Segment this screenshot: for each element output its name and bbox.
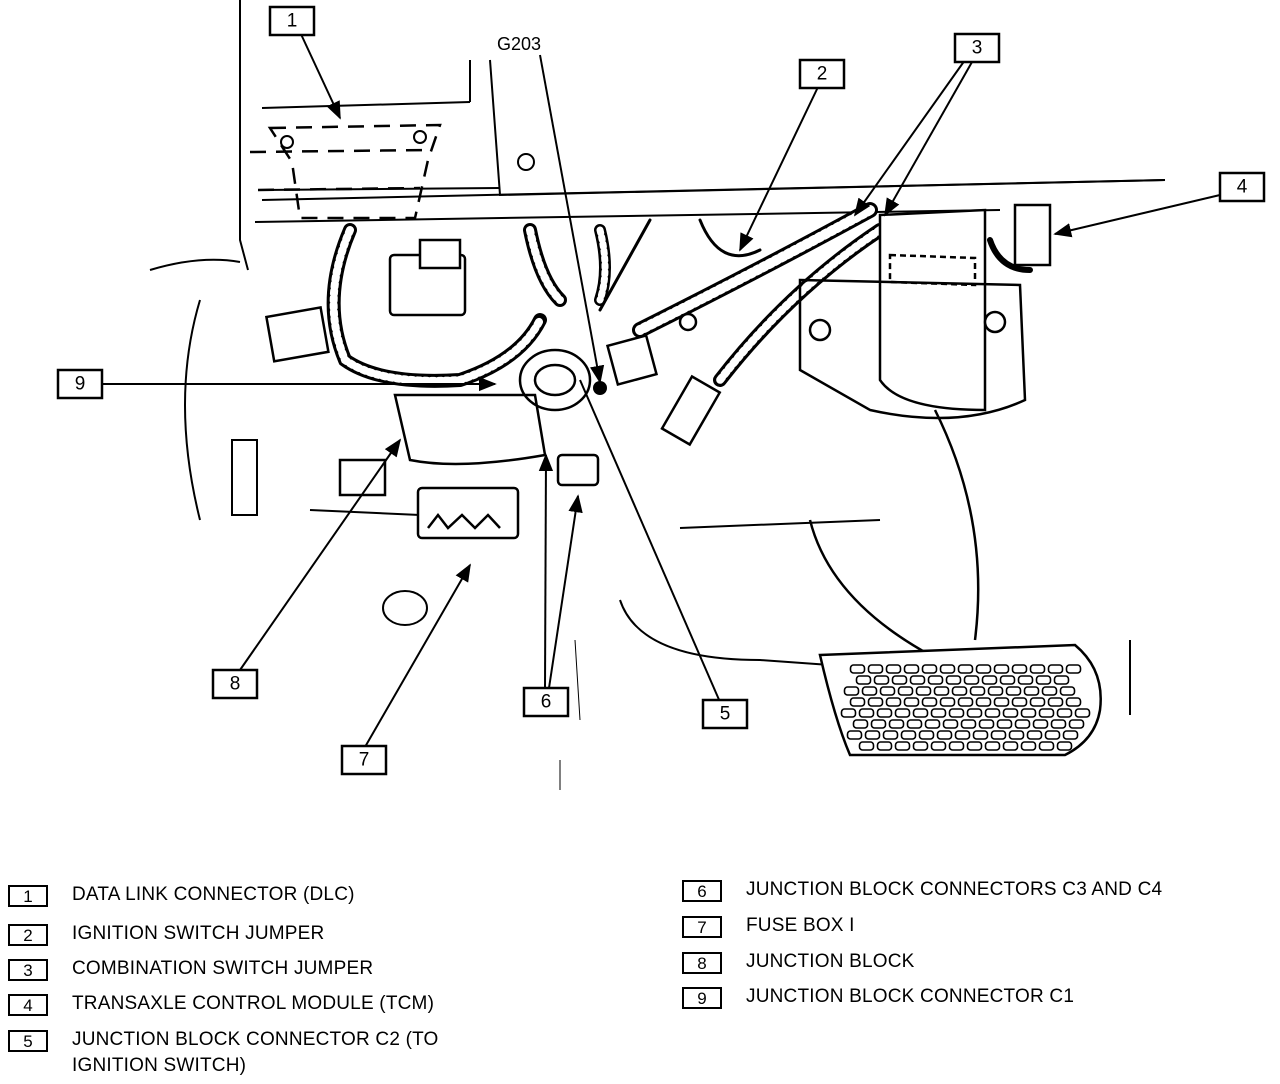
connector-c1 [518,348,592,412]
callout-5: 5 [701,698,749,730]
legend-item: 2 IGNITION SWITCH JUMPER [8,923,325,947]
svg-text:6: 6 [541,692,552,713]
legend-item: 9 JUNCTION BLOCK CONNECTOR C1 [682,986,1075,1010]
legend-number-box: 1 [8,885,48,907]
legend-item: 1 DATA LINK CONNECTOR (DLC) [8,884,355,908]
callout-6: 6 [522,686,570,718]
svg-text:4: 4 [1237,177,1248,198]
ground-label-g203: G203 [497,34,541,54]
dash-structure [149,0,1166,790]
wiring-harness [326,202,1033,388]
callout-7: 7 [340,744,388,776]
legend-item: 4 TRANSAXLE CONTROL MODULE (TCM) [8,993,435,1017]
steering-column [878,208,987,412]
components [264,203,1052,540]
legend-number-box: 7 [682,916,722,938]
brake-pedal [808,409,1102,757]
legend-text: COMBINATION SWITCH JUMPER [72,958,374,979]
legend-text: JUNCTION BLOCK CONNECTORS C3 AND C4 [746,879,1163,900]
side-vent [231,439,258,516]
callout-1: 1 [268,5,316,37]
legend-text: TRANSAXLE CONTROL MODULE (TCM) [72,993,435,1014]
ignition-connector [605,333,659,387]
dlc-screw-right [413,130,427,144]
callout-2: 2 [798,58,846,90]
callout-9: 9 [56,368,104,400]
dlc-outline [249,123,442,220]
legend-item: 7 FUSE BOX I [682,915,855,939]
legend-item: 6 JUNCTION BLOCK CONNECTORS C3 AND C4 [682,879,1163,903]
pedal-bracket [798,278,1027,420]
ground-g203-point [593,381,607,395]
svg-text:7: 7 [359,750,370,771]
callout-4: 4 [1218,171,1266,203]
junction-block [393,393,547,466]
legend-number-box: 2 [8,924,48,946]
callout-3: 3 [953,32,1001,64]
connector-c3-c4 [556,453,600,487]
floor-plug [382,590,428,626]
legend-item: 5 JUNCTION BLOCK CONNECTOR C2 (TO IGNITI… [8,1029,439,1079]
legend-number-box: 9 [682,987,722,1009]
pedal-tread [840,664,1091,751]
fuse-box [416,486,520,540]
leader-lines [102,31,1221,748]
tcm-connector [1013,203,1052,267]
legend-text: FUSE BOX I [746,915,855,936]
legend-item: 8 JUNCTION BLOCK [682,951,915,975]
svg-text:2: 2 [817,64,828,85]
legend-text: DATA LINK CONNECTOR (DLC) [72,884,355,905]
svg-text:9: 9 [75,374,86,395]
legend-number-box: 8 [682,952,722,974]
legend-number-box: 4 [8,994,48,1016]
callout-8: 8 [211,668,259,700]
svg-text:1: 1 [287,11,298,32]
combination-connector [660,374,722,447]
under-dash-diagram: 1 2 3 4 5 6 7 8 9 G203 [56,0,1266,790]
svg-text:5: 5 [720,704,731,725]
dlc-screw-left [280,135,294,149]
legend-text: JUNCTION BLOCK [746,951,915,972]
legend-number-box: 6 [682,880,722,902]
legend-item: 3 COMBINATION SWITCH JUMPER [8,958,374,982]
legend-number-box: 5 [8,1030,48,1052]
legend-text: JUNCTION BLOCK CONNECTOR C1 [746,986,1075,1007]
legend-text: JUNCTION BLOCK CONNECTOR C2 (TO IGNITION… [72,1029,439,1076]
svg-text:8: 8 [230,674,241,695]
legend-number-box: 3 [8,959,48,981]
bracket-left [264,306,330,363]
panel-screw [517,153,535,171]
svg-text:3: 3 [972,38,983,59]
legend-text: IGNITION SWITCH JUMPER [72,923,325,944]
